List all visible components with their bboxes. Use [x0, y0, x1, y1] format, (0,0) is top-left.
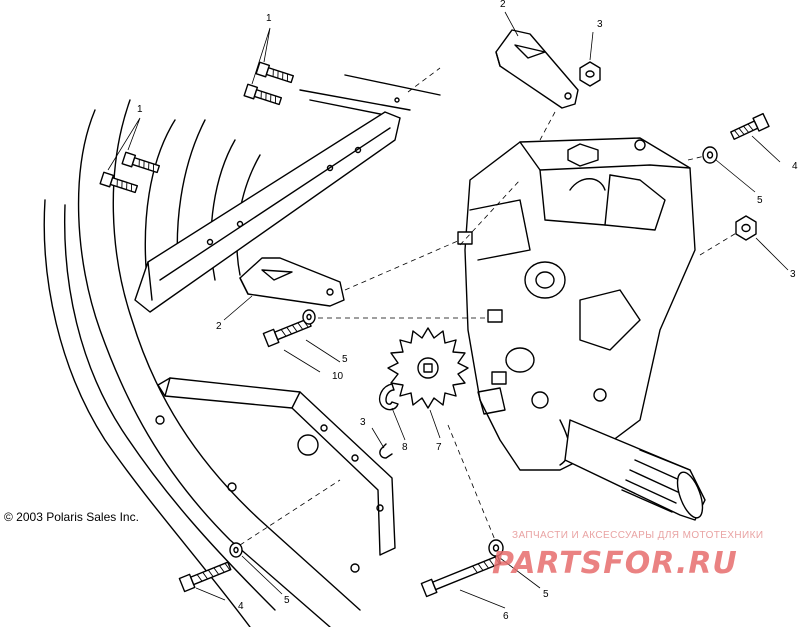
- transmission-housing: [457, 137, 696, 471]
- washer-icon: [229, 542, 243, 558]
- snap-ring-icon: [378, 383, 399, 411]
- callout-bracket: 2: [500, 0, 506, 10]
- callout-clip: 3: [360, 417, 366, 428]
- callout-bolt: 4: [238, 601, 244, 612]
- bolt-icon: [730, 112, 770, 140]
- callout-washer: 5: [284, 595, 290, 606]
- mount-bracket: [239, 257, 345, 307]
- clip-icon: [379, 443, 393, 459]
- callout-bolt: 1: [137, 104, 143, 115]
- watermark-tagline: ЗАПЧАСТИ И АКСЕССУАРЫ ДЛЯ МОТОТЕХНИКИ: [512, 530, 764, 541]
- callout-nut: 3: [790, 269, 796, 280]
- callout-bolt: 1: [266, 13, 272, 24]
- callout-bolt: 10: [332, 371, 344, 382]
- bolt-icon: [178, 561, 232, 593]
- leader-lines: [107, 11, 789, 609]
- nut-icon: [579, 61, 601, 87]
- callout-bolt: 4: [792, 161, 798, 172]
- callout-nut: 3: [597, 19, 603, 30]
- bolt-icon: [262, 317, 312, 348]
- bolt-icon: [243, 83, 283, 106]
- nut-icon: [735, 215, 757, 241]
- bolt-icon: [99, 171, 139, 194]
- bolt-icon: [121, 151, 161, 174]
- lower-mount-plate: [157, 377, 396, 556]
- output-shaft: [564, 419, 706, 521]
- washer-icon: [702, 146, 718, 164]
- frame-tubes: [43, 74, 441, 627]
- bolt-icon: [420, 555, 502, 598]
- watermark-logo: PARTSFOR.RU: [492, 546, 738, 581]
- upper-mount-rail: [134, 97, 401, 313]
- sprocket-icon: [387, 327, 469, 409]
- callout-washer: 5: [543, 589, 549, 600]
- bolt-icon: [255, 61, 295, 84]
- callout-bolt: 6: [503, 611, 509, 622]
- washer-icon: [488, 539, 504, 557]
- callout-sprocket: 7: [436, 442, 442, 453]
- callout-washer: 5: [757, 195, 763, 206]
- callout-bracket: 2: [216, 321, 222, 332]
- washer-icon: [302, 309, 316, 325]
- callout-washer: 5: [342, 354, 348, 365]
- copyright-notice: © 2003 Polaris Sales Inc.: [4, 510, 139, 524]
- mount-bracket: [495, 29, 579, 109]
- callout-snap-ring: 8: [402, 442, 408, 453]
